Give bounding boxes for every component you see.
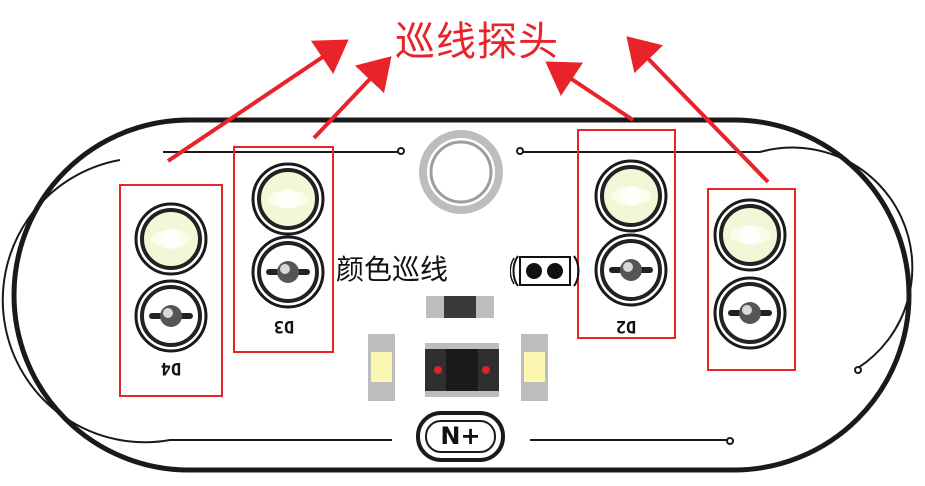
sensor-label-d3: D3 <box>273 316 295 336</box>
highlight-box-d4 <box>119 184 223 397</box>
center-switch <box>425 343 499 397</box>
sensor-phototransistor-d2 <box>594 233 668 307</box>
sensor-phototransistor-d4 <box>134 279 208 353</box>
annotation-title: 巡线探头 <box>395 19 559 65</box>
sensor-led-d1 <box>713 198 787 272</box>
sensor-phototransistor-d1 <box>713 276 787 350</box>
sensor-phototransistor-d3 <box>251 235 325 309</box>
color-mode-jumper-icon <box>510 255 580 287</box>
sensors-layer <box>134 159 787 353</box>
highlight-box-d1 <box>707 188 796 371</box>
sensor-d3 <box>251 162 325 309</box>
sensor-label-d4: D4 <box>160 358 182 378</box>
nplus-logo-text: N+ <box>440 422 481 450</box>
sensor-d2 <box>594 159 668 307</box>
nplus-logo <box>416 411 505 462</box>
silk-dot-1 <box>397 147 405 155</box>
smd-resistor-top <box>426 296 494 318</box>
highlight-box-d2 <box>577 129 676 339</box>
silk-dot-2 <box>516 147 524 155</box>
silk-dot-4 <box>726 437 734 445</box>
sensor-label-d2: D2 <box>615 316 637 336</box>
board-inner-silk <box>1 146 914 444</box>
highlight-box-d3 <box>233 146 334 353</box>
silk-dot-3 <box>854 366 862 374</box>
arrow-d2 <box>545 61 635 122</box>
smd-led-left <box>368 334 395 401</box>
arrow-d4 <box>166 39 349 163</box>
sensor-led-d4 <box>134 202 208 276</box>
arrow-d3 <box>312 56 392 140</box>
sensor-led-d2 <box>594 159 668 233</box>
sensor-led-d3 <box>251 162 325 236</box>
sensor-d1 <box>713 198 787 350</box>
mode-label: 颜色巡线 <box>336 253 449 286</box>
arrow-d1 <box>626 36 770 184</box>
sensor-d4 <box>134 202 208 353</box>
mounting-hole <box>419 130 503 214</box>
smd-led-right <box>521 334 548 401</box>
